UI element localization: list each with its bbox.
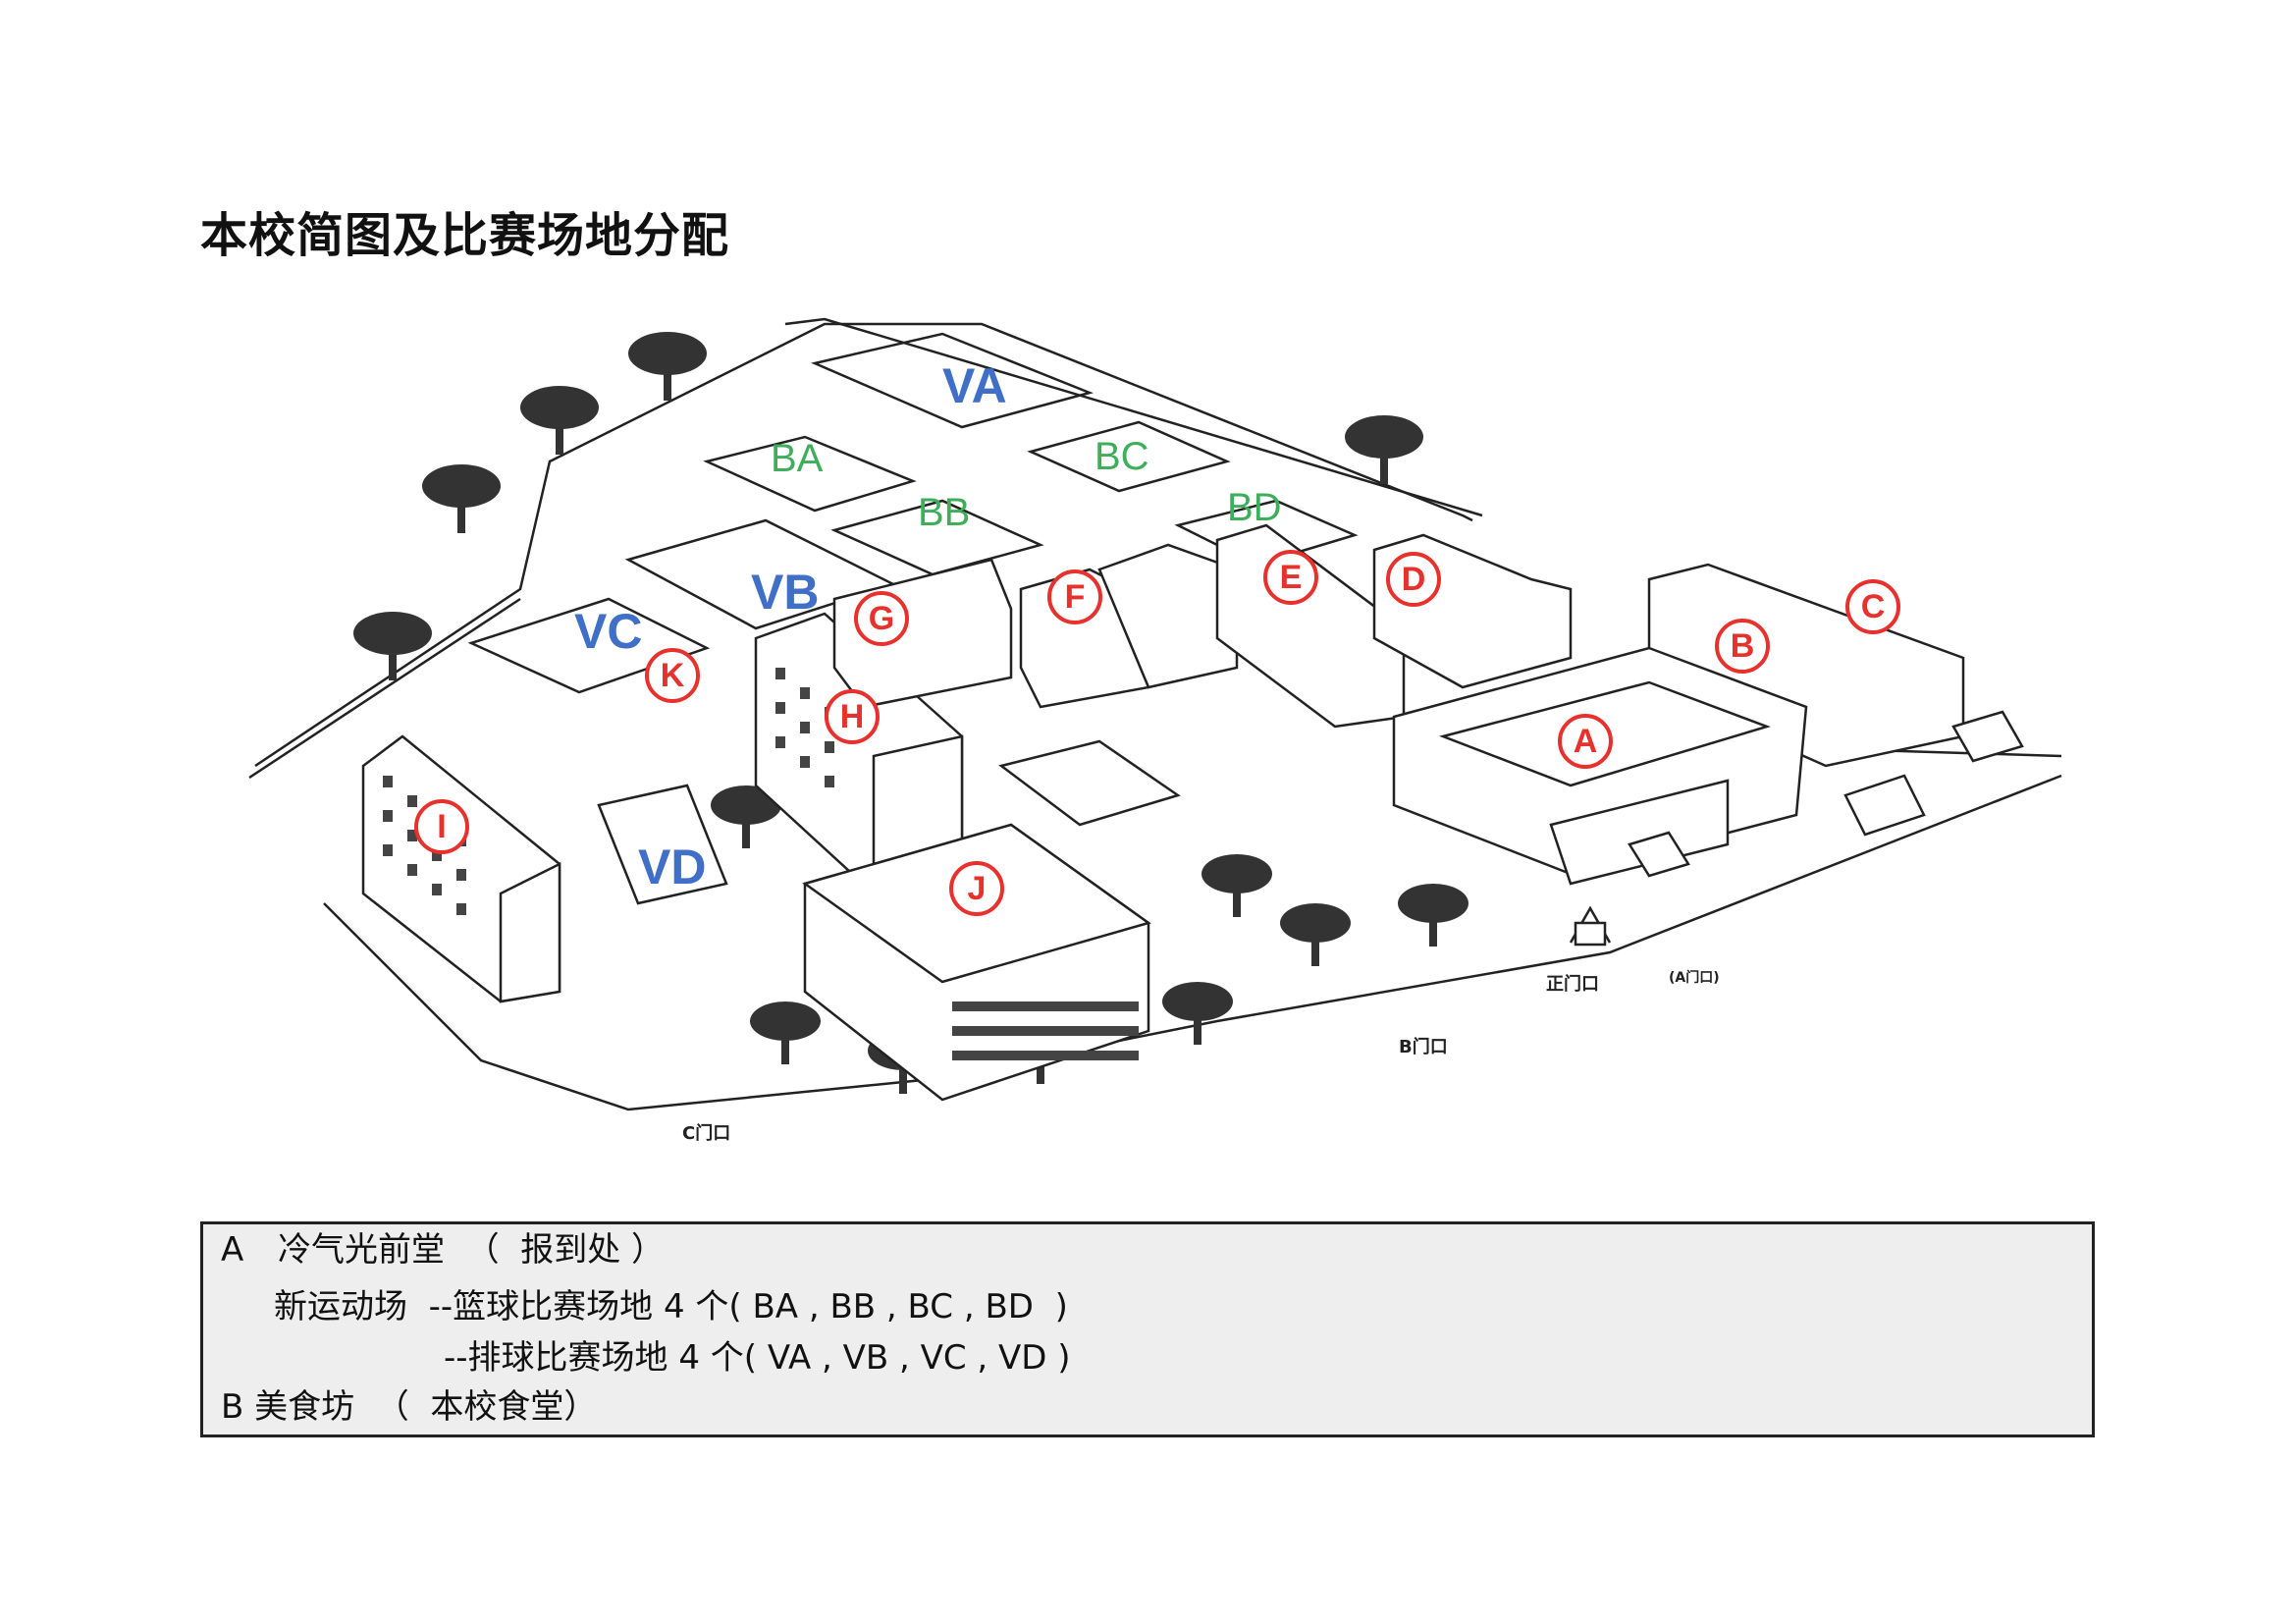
- legend-line-volleyball: --排球比赛场地 4 个( VA , VB , VC , VD ): [444, 1338, 1071, 1378]
- gate-b-label: B门口: [1399, 1036, 1448, 1057]
- svg-text:F: F: [1065, 578, 1086, 616]
- legend-line-b: B 美食坊 （ 本校食堂）: [221, 1387, 598, 1427]
- court-label-bb: BB: [918, 491, 970, 534]
- svg-text:E: E: [1280, 559, 1303, 596]
- legend-box: A 冷气光前堂 （ 报到处 ） 新运动场 --篮球比赛场地 4 个( BA , …: [200, 1221, 2095, 1437]
- gate-c-label: C门口: [682, 1122, 730, 1144]
- svg-text:C: C: [1861, 588, 1886, 625]
- page-title: 本校简图及比赛场地分配: [200, 208, 730, 263]
- marker-k: K: [645, 648, 700, 703]
- court-label-va: VA: [942, 358, 1007, 413]
- marker-c: C: [1845, 579, 1900, 634]
- marker-b: B: [1715, 619, 1770, 674]
- gate-main-label: 正门口: [1546, 973, 1599, 995]
- legend-line-basketball: 新运动场 --篮球比赛场地 4 个( BA , BB , BC , BD ): [274, 1287, 1068, 1326]
- court-label-bd: BD: [1227, 486, 1282, 529]
- svg-text:B: B: [1731, 627, 1755, 665]
- campus-map: VA BA BC BB BD VB VC VD: [248, 317, 2062, 1144]
- legend-key-a: A: [221, 1230, 244, 1270]
- svg-text:K: K: [661, 657, 685, 694]
- court-label-ba: BA: [771, 437, 824, 480]
- marker-f: F: [1047, 569, 1102, 624]
- marker-d: D: [1386, 552, 1441, 607]
- gates: 正门口 (A门口) B门口 C门口: [682, 905, 1720, 1144]
- svg-text:J: J: [968, 870, 987, 907]
- svg-text:H: H: [840, 698, 865, 735]
- svg-text:D: D: [1402, 561, 1426, 598]
- court-labels: VA BA BC BB BD VB VC VD: [574, 358, 1282, 894]
- markers: A B C D E F G H I J K: [414, 550, 1900, 916]
- court-label-vb: VB: [751, 565, 819, 620]
- marker-h: H: [825, 689, 880, 744]
- gate-main-sub-label: (A门口): [1669, 969, 1720, 986]
- court-label-vd: VD: [638, 839, 706, 894]
- marker-e: E: [1263, 550, 1318, 605]
- court-label-vc: VC: [574, 604, 642, 659]
- svg-text:G: G: [869, 600, 894, 637]
- svg-text:A: A: [1574, 723, 1598, 760]
- svg-text:I: I: [437, 808, 446, 845]
- marker-i: I: [414, 799, 469, 854]
- marker-j: J: [949, 861, 1004, 916]
- legend-line-a: 冷气光前堂 （ 报到处 ）: [278, 1230, 666, 1270]
- court-label-bc: BC: [1095, 435, 1149, 478]
- marker-g: G: [854, 591, 909, 646]
- marker-a: A: [1558, 714, 1613, 769]
